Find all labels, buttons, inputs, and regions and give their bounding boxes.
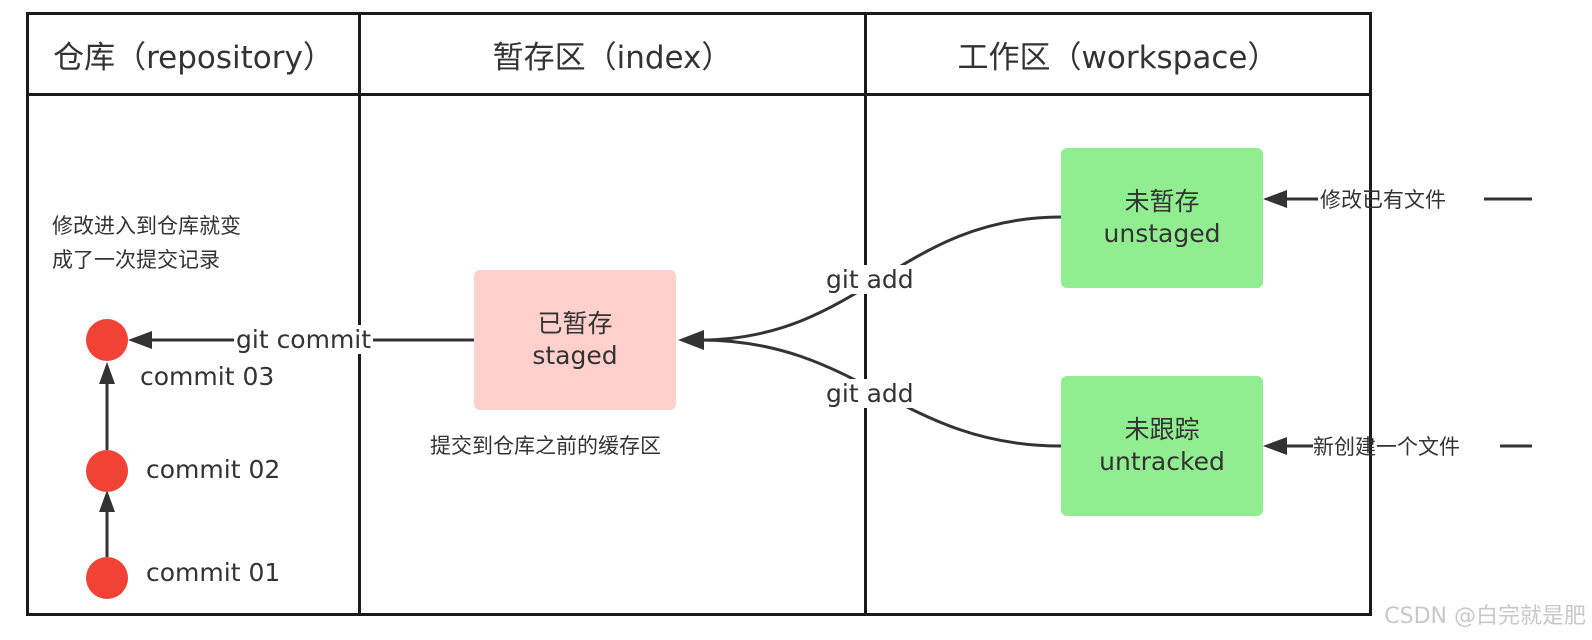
untracked-box[interactable]: 未跟踪 untracked	[1061, 376, 1263, 516]
commit-01-dot[interactable]	[86, 557, 128, 599]
diagram-frame	[26, 12, 1372, 616]
header-workspace: 工作区（workspace）	[957, 39, 1279, 76]
staged-box[interactable]: 已暂存 staged	[474, 270, 676, 410]
staged-box-label-en: staged	[532, 341, 618, 370]
repository-note-line1: 修改进入到仓库就变	[52, 214, 241, 238]
unstaged-box[interactable]: 未暂存 unstaged	[1061, 148, 1263, 288]
untracked-box-label-en: untracked	[1099, 447, 1225, 476]
git-add-arrowhead	[678, 330, 704, 350]
column-divider-2	[864, 12, 867, 616]
commit-02-dot[interactable]	[86, 450, 128, 492]
csdn-watermark: CSDN @白完就是肥	[1384, 604, 1586, 629]
header-index: 暂存区（index）	[492, 39, 733, 76]
untracked-box-label-cn: 未跟踪	[1124, 414, 1200, 444]
staged-box-label-cn: 已暂存	[537, 308, 613, 338]
git-add-bottom-label: git add	[826, 379, 914, 408]
commit-02-to-03-arrowhead	[99, 362, 115, 384]
unstaged-box-label-en: unstaged	[1103, 219, 1221, 248]
git-commit-label: git commit	[234, 325, 374, 354]
new-file-arrowhead	[1263, 437, 1287, 455]
commit-01-to-02-arrowhead	[99, 490, 115, 512]
header-repository: 仓库（repository）	[53, 39, 334, 76]
repository-note-line2: 成了一次提交记录	[52, 247, 220, 272]
column-divider-1	[358, 12, 361, 616]
git-commit-arrowhead	[128, 331, 152, 349]
modify-arrowhead	[1263, 190, 1287, 208]
modify-file-label: 修改已有文件	[1320, 188, 1446, 212]
index-note: 提交到仓库之前的缓存区	[430, 434, 661, 458]
commit-01-label: commit 01	[146, 558, 281, 587]
commit-02-label: commit 02	[146, 455, 281, 484]
commit-03-dot[interactable]	[86, 319, 128, 361]
header-divider	[26, 93, 1372, 96]
new-file-label: 新创建一个文件	[1313, 435, 1460, 459]
git-add-top-label: git add	[826, 265, 914, 294]
repository-note: 修改进入到仓库就变 成了一次提交记录	[52, 210, 241, 277]
unstaged-box-label-cn: 未暂存	[1124, 186, 1200, 216]
commit-03-label: commit 03	[140, 362, 275, 391]
